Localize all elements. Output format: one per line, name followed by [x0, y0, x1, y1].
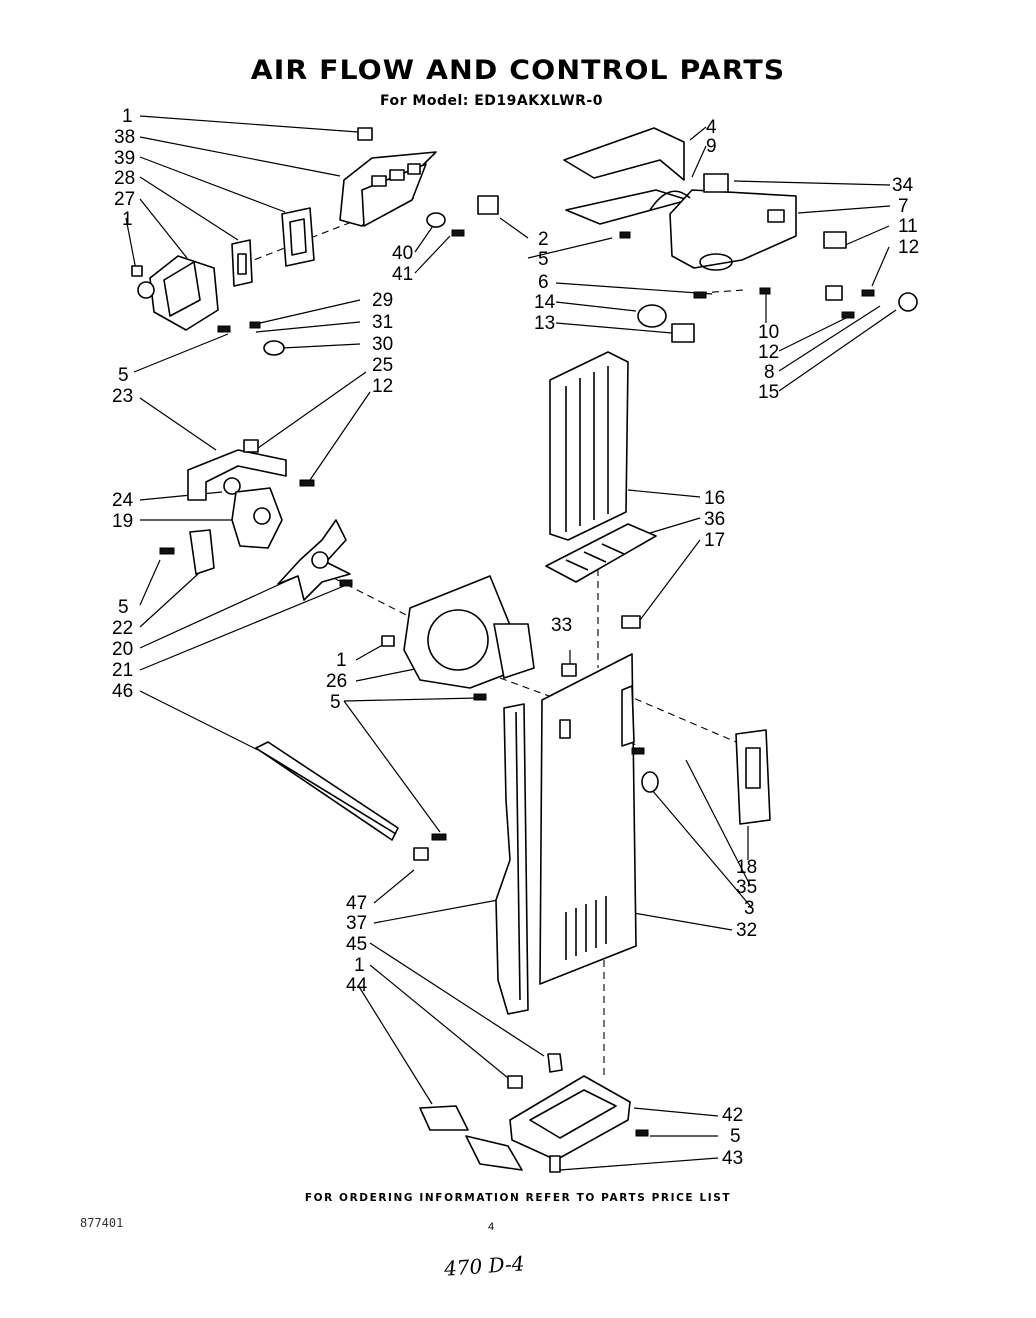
callout-25: 25 [372, 355, 394, 376]
callout-42: 42 [722, 1105, 744, 1126]
callout-11: 11 [898, 216, 918, 237]
part-light-housing [339, 127, 437, 227]
callout-16: 16 [704, 488, 726, 509]
callout-26: 26 [326, 671, 348, 692]
callout-21: 21 [112, 660, 134, 681]
part-light-lens [231, 207, 315, 287]
callout-10: 10 [758, 322, 780, 343]
callout-14: 14 [534, 292, 556, 313]
callout-28: 28 [114, 168, 136, 189]
callout-8: 8 [764, 362, 775, 383]
callout-29: 29 [372, 290, 394, 311]
callout-1: 1 [336, 650, 347, 671]
callout-15: 15 [758, 382, 780, 403]
callout-32: 32 [736, 920, 758, 941]
callout-18: 18 [736, 857, 758, 878]
callout-37: 37 [346, 913, 368, 934]
leader-lines [125, 115, 897, 1171]
page-title: AIR FLOW AND CONTROL PARTS [250, 55, 786, 86]
callout-38: 38 [114, 127, 136, 148]
callout-4: 4 [706, 117, 717, 138]
callout-5: 5 [330, 692, 341, 713]
callout-19: 19 [112, 511, 134, 532]
callout-5: 5 [730, 1126, 741, 1147]
callout-6: 6 [538, 272, 549, 293]
part-side-duct [495, 703, 529, 1015]
callout-33: 33 [551, 615, 573, 636]
callout-5: 5 [538, 249, 549, 270]
callout-41: 41 [392, 264, 414, 285]
callout-12: 12 [758, 342, 780, 363]
callout-13: 13 [534, 313, 556, 334]
callout-34: 34 [892, 175, 914, 196]
callout-24: 24 [112, 490, 134, 511]
part-bottom-tray [419, 1053, 649, 1173]
part-damper-control [131, 212, 465, 356]
part-fan-shroud [381, 575, 577, 701]
part-rear-panel [539, 653, 771, 985]
callout-12: 12 [898, 237, 920, 258]
callout-36: 36 [704, 509, 726, 530]
part-evaporator-cover [545, 351, 657, 629]
callout-23: 23 [112, 386, 134, 407]
callout-22: 22 [112, 618, 134, 639]
part-upper-right-cover [477, 127, 918, 343]
page-number: 4 [488, 1221, 495, 1233]
callout-1: 1 [354, 955, 365, 976]
callout-17: 17 [704, 530, 726, 551]
callout-12: 12 [372, 376, 394, 397]
callout-20: 20 [112, 639, 134, 660]
callout-44: 44 [346, 975, 368, 996]
callout-3: 3 [744, 898, 755, 919]
callout-39: 39 [114, 148, 136, 169]
callout-5: 5 [118, 597, 129, 618]
callout-43: 43 [722, 1148, 744, 1169]
callout-46: 46 [112, 681, 134, 702]
callout-31: 31 [372, 312, 394, 333]
document-number: 877401 [80, 1216, 124, 1230]
callout-47: 47 [346, 893, 368, 914]
callout-35: 35 [736, 877, 758, 898]
model-subtitle: For Model: ED19AKXLWR-0 [380, 93, 603, 109]
callout-7: 7 [898, 196, 909, 217]
callout-30: 30 [372, 334, 394, 355]
part-air-deflector [255, 741, 447, 861]
part-fan-bracket [159, 439, 353, 601]
callout-9: 9 [706, 136, 717, 157]
callout-27: 27 [114, 189, 136, 210]
callout-40: 40 [392, 243, 414, 264]
callout-45: 45 [346, 934, 368, 955]
callout-1: 1 [122, 106, 133, 127]
ordering-info-note: FOR ORDERING INFORMATION REFER TO PARTS … [304, 1192, 732, 1204]
callout-1: 1 [122, 209, 133, 230]
callout-5: 5 [118, 365, 129, 386]
callout-2: 2 [538, 229, 549, 250]
